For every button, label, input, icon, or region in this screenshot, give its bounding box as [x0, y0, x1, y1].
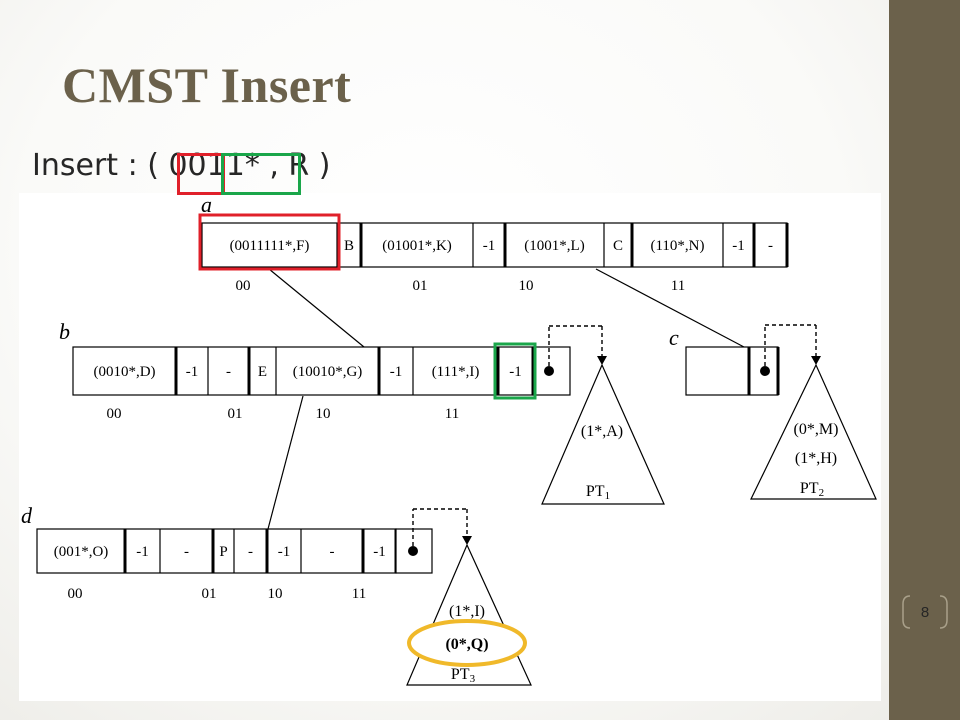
pt2-pointer-head: [811, 356, 821, 365]
node_b-cell: (10010*,G): [293, 364, 363, 380]
node_d-cell: -1: [373, 544, 386, 560]
side-bar: [889, 0, 960, 720]
pt1-triangle: [541, 363, 665, 505]
figure-panel: a (0011111*,F) B (01001*,K) -1 (1001*,L) C (110…: [19, 193, 881, 701]
node_d-pointer-cell: [395, 528, 433, 574]
node_a-index: 00: [236, 278, 251, 294]
node_d-cell: -: [184, 544, 189, 560]
node_b-index: 10: [316, 406, 331, 422]
pt2-entry: (0*,M): [794, 421, 839, 438]
node_b-pointer-dot: [544, 366, 554, 376]
node_a-cell: C: [613, 238, 623, 254]
node_b-index: 11: [445, 406, 459, 422]
pt1-pointer-head: [597, 356, 607, 365]
node_b-cell: -: [226, 364, 231, 380]
highlight-green-cell-b: [493, 342, 537, 400]
edge-b-to-d: [267, 395, 304, 530]
pt2-triangle: [750, 363, 877, 500]
node_b-index: 01: [228, 406, 243, 422]
node_d-cell: (001*,O): [54, 544, 109, 560]
pt3-entry: (1*,I): [449, 603, 485, 620]
node_b-cell: E: [258, 364, 267, 380]
page-number-badge: 8: [900, 592, 950, 632]
pt2-entry: (1*,H): [795, 450, 837, 467]
highlight-red-prefix: [177, 153, 225, 195]
node_a-cell: -1: [732, 238, 745, 254]
node_a-box: [201, 222, 788, 268]
page-badge-brackets: [902, 595, 948, 629]
node_d-cell: -: [248, 544, 253, 560]
node_a-index: 10: [519, 278, 534, 294]
node_b-index: 00: [107, 406, 122, 422]
node_d-index: 10: [268, 586, 283, 602]
node_a-cell: (1001*,L): [524, 238, 584, 254]
pt3-new-entry: (0*,Q): [445, 636, 488, 653]
node_a-cell: -1: [483, 238, 496, 254]
node_b-cell: -1: [186, 364, 199, 380]
node_d-box: [36, 528, 397, 574]
node_b-cell: -1: [390, 364, 403, 380]
node_d-index: 01: [202, 586, 217, 602]
node-label-d: d: [21, 503, 33, 528]
node_d-cell: -: [330, 544, 335, 560]
node_a-cell: (0011111*,F): [230, 238, 310, 254]
node-label-c: c: [669, 325, 679, 350]
node-label-a: a: [201, 193, 212, 217]
edge-a-to-b: [268, 268, 365, 348]
node_d-pointer-dot: [408, 546, 418, 556]
node_b-cell: (0010*,D): [93, 364, 155, 380]
cmst-diagram: a (0011111*,F) B (01001*,K) -1 (1001*,L) C (110…: [21, 193, 877, 686]
pt1-label: PT1: [586, 483, 610, 502]
pt2-label: PT2: [800, 480, 824, 499]
pt1-entry: (1*,A): [581, 423, 623, 440]
node_a-index: 11: [671, 278, 685, 294]
highlight-green-prefix: [221, 153, 301, 195]
node_d-index: 00: [68, 586, 83, 602]
node_d-cell: -1: [136, 544, 149, 560]
highlight-gold-new-entry: [407, 619, 527, 667]
node_d-index: 11: [352, 586, 366, 602]
node_b-cell: (111*,I): [432, 364, 480, 380]
node_a-cell: (01001*,K): [382, 238, 452, 254]
node_a-index: 01: [413, 278, 428, 294]
node_d-cell: P: [219, 544, 227, 560]
highlight-red-cell-a: [198, 213, 341, 271]
node_a-cell: (110*,N): [650, 238, 704, 254]
slide-title: CMST Insert: [62, 57, 352, 113]
node_a-cell: -: [768, 238, 773, 254]
pt3-label: PT3: [451, 666, 476, 685]
node_d-cell: -1: [278, 544, 291, 560]
node-label-b: b: [59, 319, 70, 344]
edge-a-to-c: [595, 268, 745, 348]
node_c-pointer-dot: [760, 366, 770, 376]
page-number: 8: [920, 603, 930, 621]
node_a-cell: B: [344, 238, 354, 254]
node_b-cell: -1: [509, 364, 522, 380]
pt3-pointer-head: [462, 536, 472, 545]
